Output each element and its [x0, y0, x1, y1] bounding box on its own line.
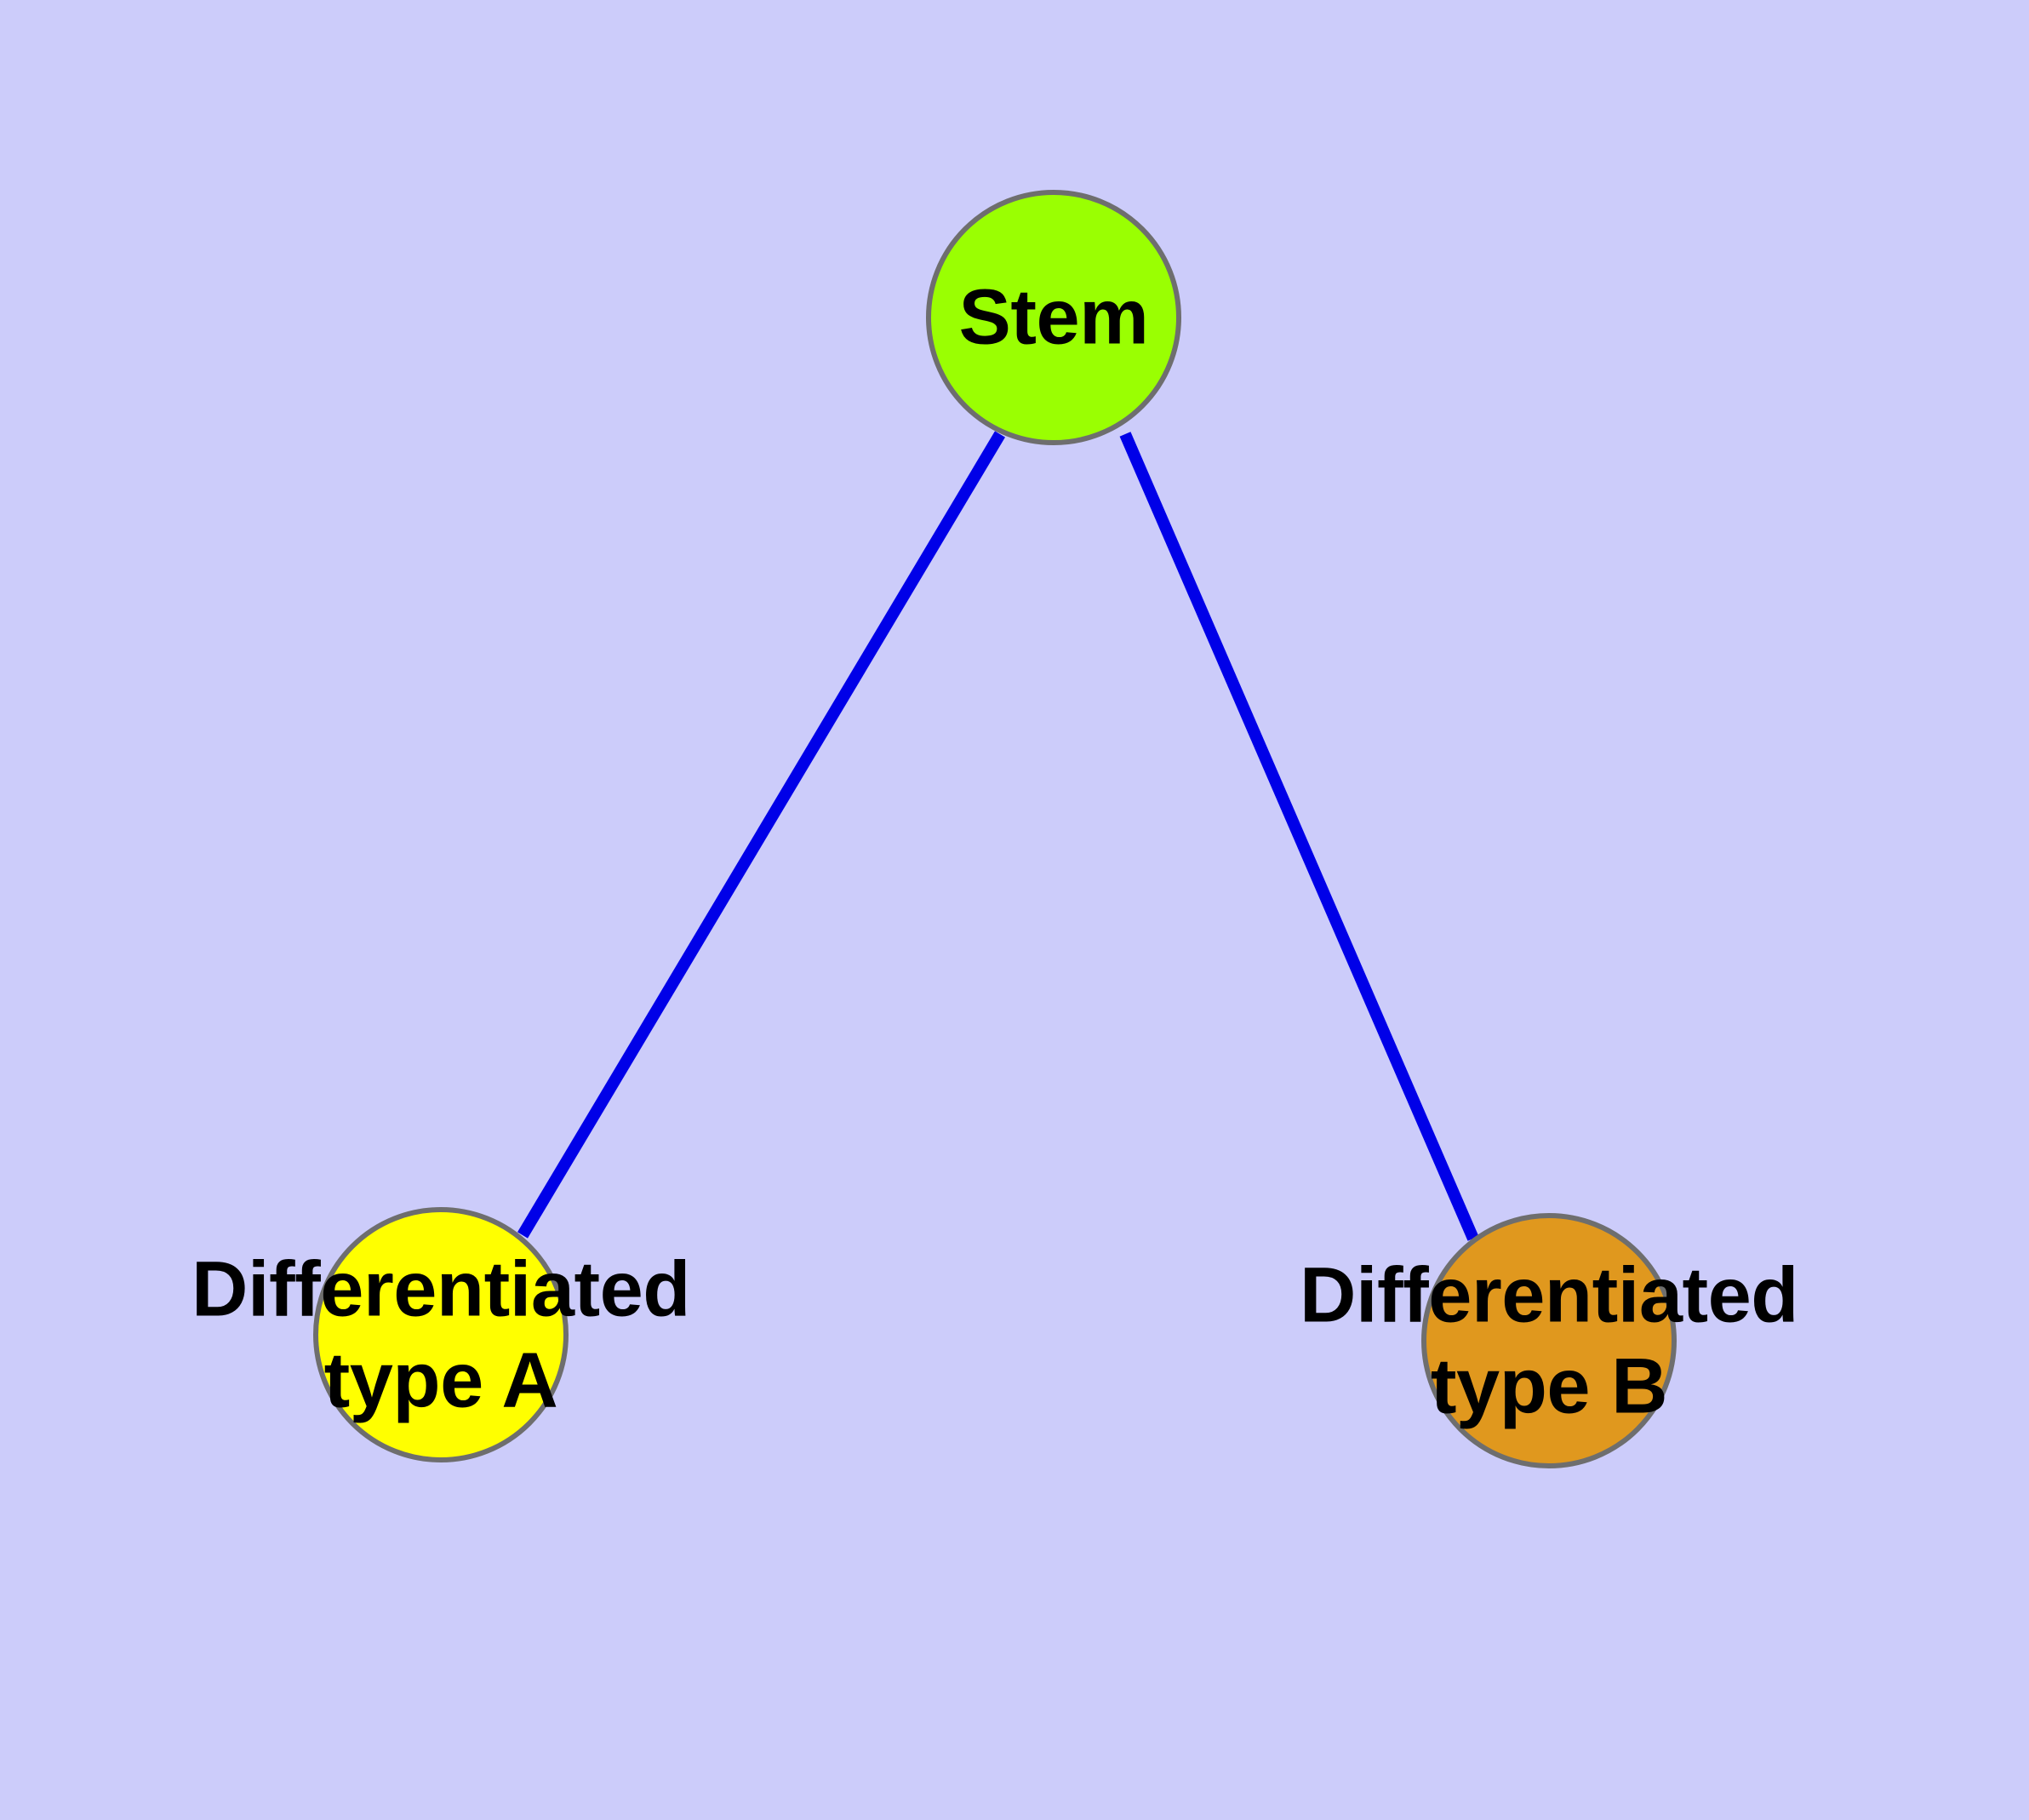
edge-layer	[517, 431, 1479, 1241]
edge-stem-to-differentiated-type-b[interactable]	[1119, 432, 1479, 1241]
node-stem-circle[interactable]	[926, 190, 1181, 445]
node-differentiated-type-a-circle[interactable]	[313, 1207, 569, 1462]
edge-stem-to-differentiated-type-a[interactable]	[517, 431, 1006, 1239]
node-differentiated-type-b-circle[interactable]	[1421, 1213, 1677, 1468]
node-layer	[313, 190, 1677, 1468]
